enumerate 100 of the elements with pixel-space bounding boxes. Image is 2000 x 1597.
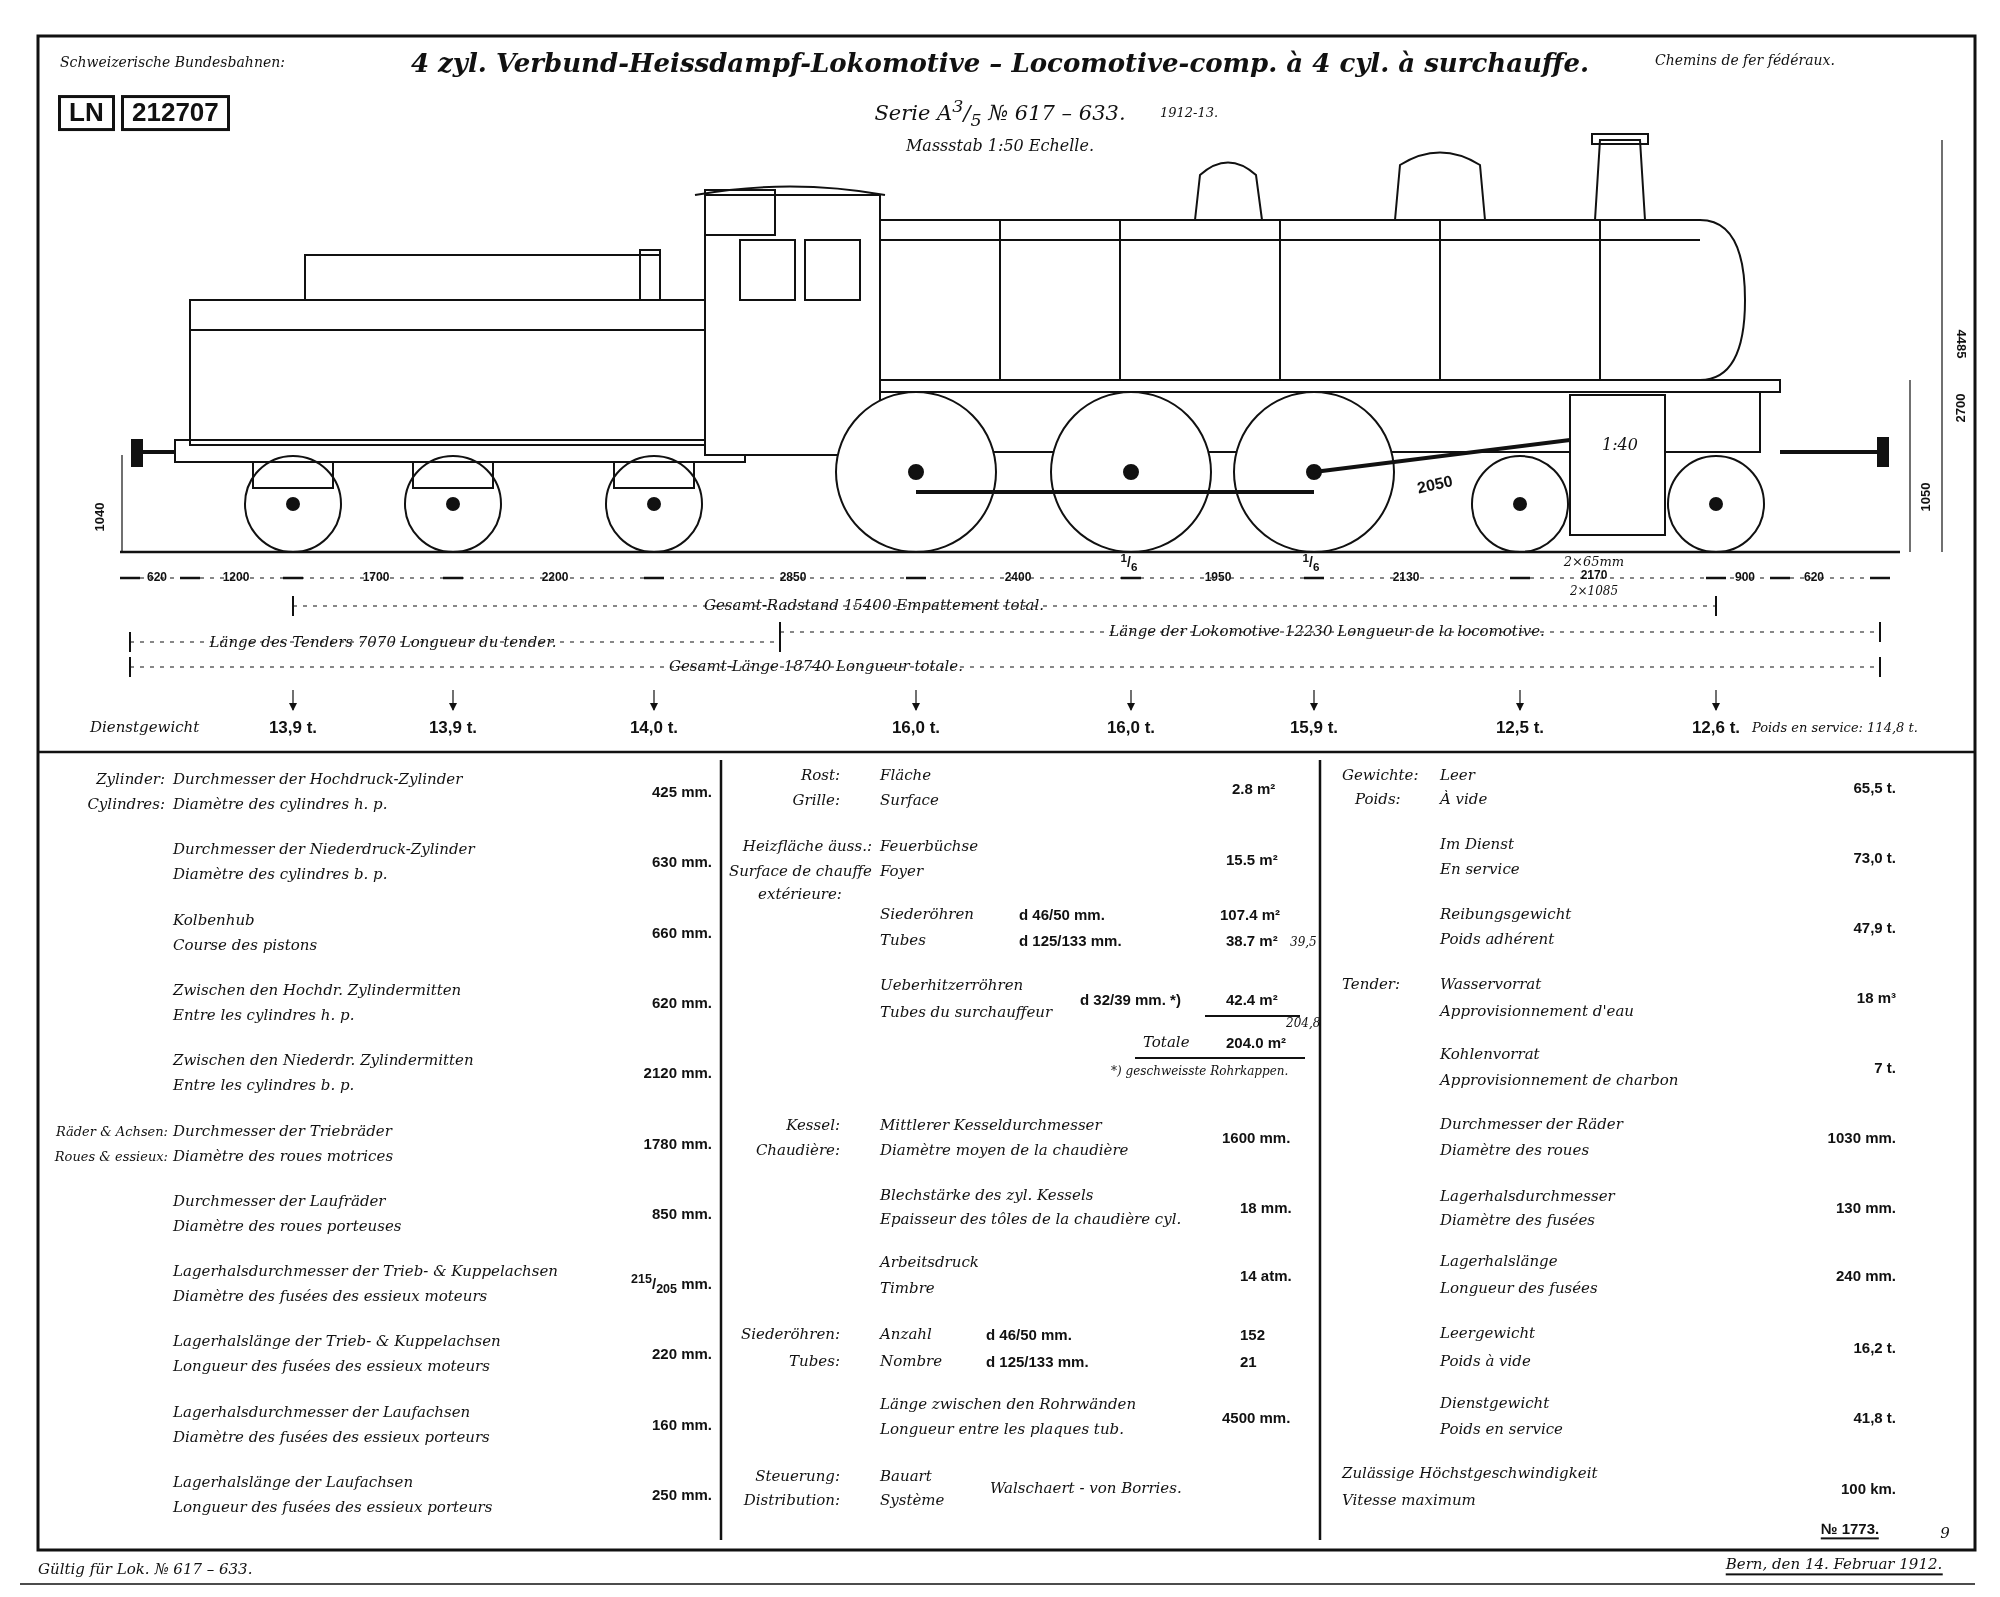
spec-value: 850 mm. bbox=[651, 1205, 712, 1223]
spec-value: 65,5 t. bbox=[1853, 779, 1896, 797]
spec-value: 630 mm. bbox=[651, 853, 712, 871]
spec-group-label: Gewichte: bbox=[1342, 767, 1419, 785]
spec-label-french: Entre les cylindres b. p. bbox=[173, 1077, 355, 1095]
tube-diameter: d 125/133 mm. bbox=[986, 1353, 1089, 1371]
spec-label-german: Durchmesser der Hochdruck-Zylinder bbox=[173, 771, 463, 789]
tube-diameter: d 32/39 mm. *) bbox=[1080, 991, 1181, 1009]
date-note: 1912-13. bbox=[1160, 105, 1219, 121]
dimension-value: 2200 bbox=[541, 571, 569, 585]
spec-value: 21 bbox=[1240, 1353, 1257, 1371]
spec-value: 107.4 m² bbox=[1220, 906, 1281, 924]
spec-group-label: Roues & essieux: bbox=[54, 1149, 168, 1164]
spec-value: 16,2 t. bbox=[1853, 1339, 1896, 1357]
spec-group-label: Rost: bbox=[800, 767, 840, 785]
spec-group-label: Räder & Achsen: bbox=[55, 1124, 168, 1139]
dimension-value: 2400 bbox=[1004, 571, 1032, 585]
handwritten-correction: 39,5 bbox=[1290, 936, 1317, 950]
spec-label-german: Lagerhalslänge bbox=[1440, 1253, 1558, 1271]
spec-label-french: Diamètre des fusées des essieux porteurs bbox=[173, 1429, 490, 1447]
spec-label-german: Arbeitsdruck bbox=[880, 1254, 979, 1272]
dimension-label: Gesamt-Radstand 15400 Empattement total. bbox=[704, 597, 1044, 615]
spec-label-german: Durchmesser der Laufräder bbox=[173, 1193, 386, 1211]
dimension-value: 2850 bbox=[779, 571, 807, 585]
spec-value: 47,9 t. bbox=[1853, 919, 1896, 937]
spec-label-german: Lagerhalsdurchmesser der Trieb- & Kuppelachsen bbox=[173, 1263, 558, 1281]
dimension-value: 1050 bbox=[1918, 482, 1934, 512]
scale-note: Massstab 1:50 Echelle. bbox=[905, 136, 1095, 156]
spec-label-french: Poids en service bbox=[1440, 1421, 1563, 1439]
spec-label-german: Wasservorrat bbox=[1440, 976, 1542, 994]
spec-label-french: Entre les cylindres h. p. bbox=[173, 1007, 355, 1025]
spec-value: 14 atm. bbox=[1240, 1267, 1292, 1285]
spec-total-label: Totale bbox=[1143, 1034, 1190, 1052]
spec-label-french: Diamètre des cylindres h. p. bbox=[173, 796, 388, 814]
axle-load-value: 12,5 t. bbox=[1495, 718, 1545, 738]
series-label: Serie A$^{3}$/$_{5}$ № 617 – 633. bbox=[874, 96, 1126, 130]
spec-value: 18 m³ bbox=[1856, 989, 1896, 1007]
spec-value: 1780 mm. bbox=[643, 1134, 712, 1153]
axle-load-value: 16,0 t. bbox=[891, 718, 941, 738]
spec-label-french: Longueur des fusées bbox=[1440, 1280, 1598, 1298]
spec-value: 73,0 t. bbox=[1853, 849, 1896, 867]
dimension-value: 2130 bbox=[1392, 571, 1420, 585]
spec-value: 4500 mm. bbox=[1222, 1409, 1291, 1427]
spec-label-german: Dienstgewicht bbox=[1440, 1395, 1550, 1413]
axle-load-value: 13,9 t. bbox=[428, 718, 478, 738]
dimension-value: $^{1}$/$_{6}$ bbox=[1120, 550, 1138, 574]
spec-label-german: Leer bbox=[1440, 767, 1475, 785]
spec-value: 100 km. bbox=[1840, 1480, 1896, 1498]
spec-group-label: Distribution: bbox=[743, 1492, 840, 1510]
spec-label-german: Durchmesser der Niederdruck-Zylinder bbox=[173, 841, 475, 859]
spec-label-german: Kolbenhub bbox=[173, 911, 255, 930]
dimension-value: 2700 bbox=[1953, 393, 1969, 423]
dimension-value: 620 bbox=[1804, 571, 1824, 585]
spec-value: 620 mm. bbox=[651, 994, 712, 1012]
spec-value: 220 mm. bbox=[651, 1345, 712, 1363]
spec-value: 425 mm. bbox=[651, 783, 712, 801]
spec-group-label: Tender: bbox=[1342, 976, 1401, 994]
spec-value: 130 mm. bbox=[1835, 1199, 1896, 1217]
spec-value: $^{215}$/$_{205}$ mm. bbox=[631, 1271, 712, 1297]
handwritten-mark: 9 bbox=[1940, 1525, 1950, 1543]
spec-group-label: Zylinder: bbox=[96, 771, 165, 789]
axle-load-value: 12,6 t. bbox=[1691, 718, 1741, 738]
spec-label-french: Longueur des fusées des essieux porteurs bbox=[173, 1499, 493, 1517]
spec-label-french: À vide bbox=[1440, 791, 1488, 809]
spec-label-german: Lagerhalsdurchmesser bbox=[1440, 1188, 1615, 1206]
spec-label-german: Ueberhitzerröhren bbox=[880, 977, 1024, 995]
spec-label-french: Approvisionnement d'eau bbox=[1440, 1003, 1634, 1021]
spec-value: 41,8 t. bbox=[1853, 1409, 1896, 1427]
spec-group-label: Heizfläche äuss.: bbox=[742, 838, 872, 856]
spec-group-label: Tubes: bbox=[789, 1353, 840, 1371]
spec-label-german: Lagerhalslänge der Trieb- & Kuppelachsen bbox=[173, 1333, 501, 1351]
spec-group-label: Kessel: bbox=[786, 1117, 840, 1135]
sheet-number: № 1773. bbox=[1820, 1520, 1880, 1540]
spec-value: 1030 mm. bbox=[1827, 1129, 1896, 1147]
spec-value: 15.5 m² bbox=[1226, 851, 1278, 869]
spec-label-german: Siederöhren bbox=[880, 906, 974, 924]
axle-load-total: Poids en service: 114,8 t. bbox=[1752, 720, 1918, 736]
dimension-value: 1040 bbox=[92, 502, 108, 532]
dimension-value: 1200 bbox=[222, 571, 250, 585]
tube-diameter: d 125/133 mm. bbox=[1019, 932, 1122, 950]
validity-note: Gültig für Lok. № 617 – 633. bbox=[38, 1561, 253, 1579]
dimension-value: 1:40 bbox=[1602, 435, 1638, 455]
spec-value: 2120 mm. bbox=[643, 1064, 712, 1082]
spec-label-german: Zwischen den Niederdr. Zylindermitten bbox=[173, 1052, 474, 1070]
spec-label-german: Blechstärke des zyl. Kessels bbox=[880, 1187, 1094, 1205]
dimension-value: 1700 bbox=[362, 571, 390, 585]
dimension-value: 620 bbox=[147, 571, 167, 585]
spec-value: 240 mm. bbox=[1835, 1267, 1896, 1285]
spec-label-french: Diamètre des fusées des essieux moteurs bbox=[173, 1288, 488, 1306]
dimension-value: 4485 bbox=[1953, 329, 1969, 359]
spec-label-german: Zwischen den Hochdr. Zylindermitten bbox=[173, 982, 462, 1000]
spec-value: 204.0 m² bbox=[1226, 1034, 1287, 1052]
spec-value: 160 mm. bbox=[651, 1416, 712, 1434]
dimension-value: 2×1085 bbox=[1569, 585, 1619, 599]
spec-group-label: Poids: bbox=[1355, 791, 1401, 809]
spec-value: 42.4 m² bbox=[1226, 991, 1278, 1009]
tube-diameter: d 46/50 mm. bbox=[1019, 906, 1105, 924]
spec-group-label: Steuerung: bbox=[755, 1468, 840, 1486]
spec-label-german: Reibungsgewicht bbox=[1440, 906, 1572, 924]
stamp-prefix: LN bbox=[58, 95, 115, 131]
